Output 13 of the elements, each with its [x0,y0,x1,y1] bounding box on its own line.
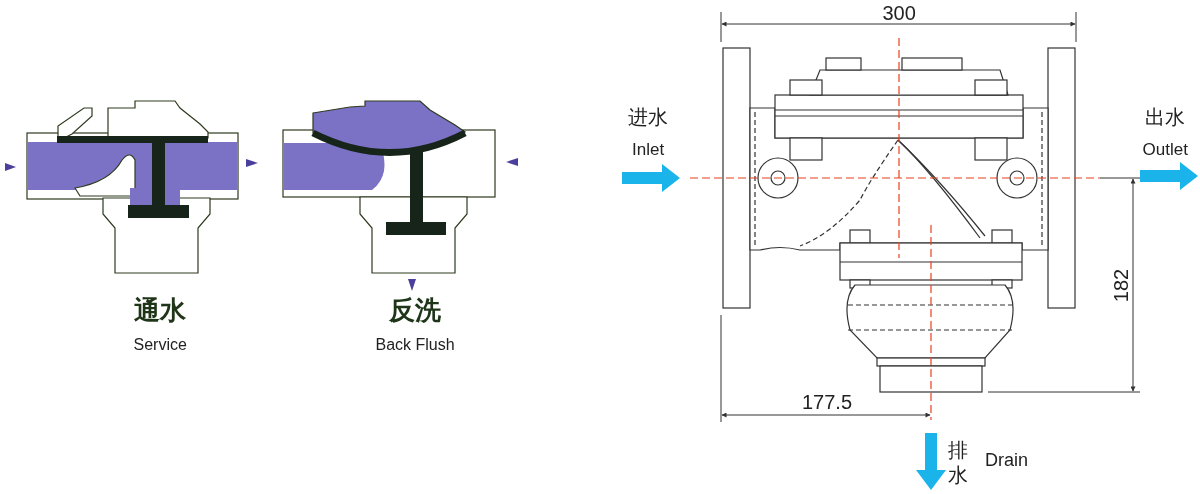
port-label: 进水 [628,106,668,129]
mode-label: Service [133,336,187,355]
dimension-label: 182 [1109,268,1133,302]
port-label: 出水 [1145,106,1185,129]
port-label: 排水 [948,438,969,488]
port-label: Outlet [1142,140,1188,160]
dimension-label: 177.5 [802,391,853,414]
dimension-label: 300 [882,2,916,25]
mode-label: Back Flush [375,336,455,355]
port-label: Drain [985,450,1028,471]
port-label: Inlet [632,140,665,160]
mode-label: 反洗 [389,296,441,326]
mode-label: 通水 [134,296,186,326]
